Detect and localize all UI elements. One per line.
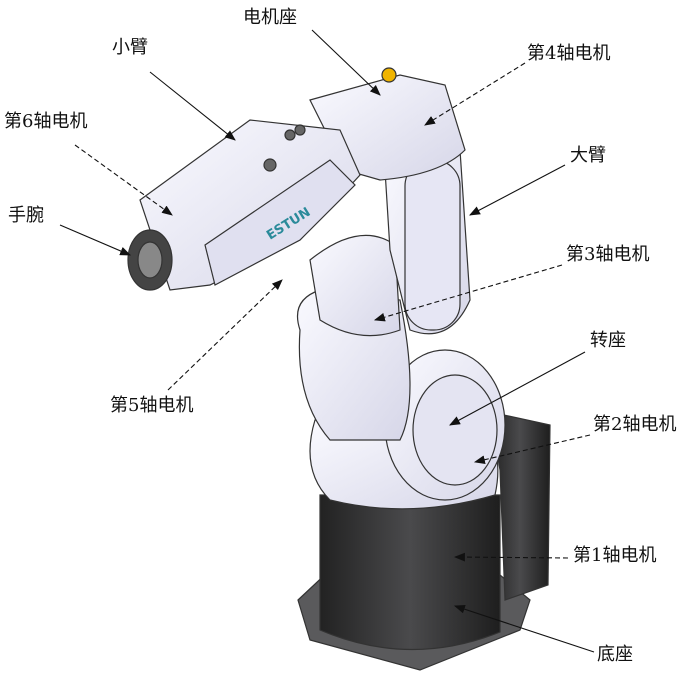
lamp [381,67,397,83]
leader-rotary-seat [449,351,586,426]
leader-axis4 [424,62,526,126]
leader-upper-arm [469,164,566,216]
leader-base [453,604,595,653]
connector [263,158,277,172]
leader-axis2 [473,434,591,465]
leader-axis1 [453,552,569,562]
connector [284,129,296,141]
label-base: 底座 [597,644,633,665]
leader-axis3 [373,264,563,322]
label-axis6-motor: 第6轴电机 [4,111,88,132]
label-axis1-motor: 第1轴电机 [573,545,657,566]
leader-wrist [59,224,132,256]
upper-arm-cover [404,159,461,331]
label-upper-arm: 大臂 [570,145,606,166]
label-axis4-motor: 第4轴电机 [527,43,611,64]
leader-motor-seat [311,29,381,96]
waist [309,234,401,337]
leader-axis6 [74,144,173,216]
leader-lines [59,29,595,653]
label-axis3-motor: 第3轴电机 [566,244,650,265]
forearm-cover [204,159,356,286]
label-forearm: 小臂 [112,37,148,58]
label-motor-seat: 电机座 [243,7,297,28]
label-axis5-motor: 第5轴电机 [110,395,194,416]
wrist-flange-center [137,241,163,279]
label-rotary-seat: 转座 [590,330,626,351]
leader-axis5 [167,279,283,391]
axis2-joint-cover [412,374,498,486]
connector [294,124,306,136]
axis1-motor-body [319,494,501,651]
label-wrist: 手腕 [8,205,44,226]
leader-forearm [149,71,236,141]
label-axis2-motor: 第2轴电机 [593,414,677,435]
